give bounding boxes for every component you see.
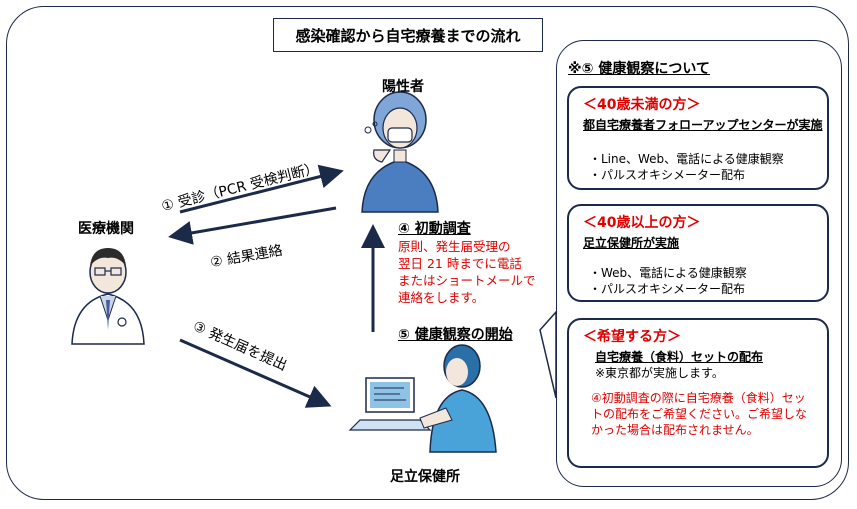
card-heading: ＜希望する方＞ xyxy=(583,329,681,345)
consult-arrow xyxy=(179,164,344,214)
panel-title: ※⑤ 健康観察について xyxy=(568,61,710,77)
card-subtitle: 自宅療養（食料）セットの配布 xyxy=(595,350,764,364)
report-arrow xyxy=(179,338,332,408)
panel-pointer xyxy=(539,310,557,399)
initial-survey-desc-line: 連絡をします。 xyxy=(398,290,485,305)
card-bullet: ・パルスオキシメーター配布 xyxy=(589,282,746,296)
initial-survey-title: ④ 初動調査 xyxy=(398,221,471,237)
card-under-40: ＜40歳未満の方＞ 都自宅療養者フォローアップセンターが実施 ・Line、Web… xyxy=(567,86,829,190)
initial-survey-desc-line: またはショートメールで xyxy=(398,273,536,288)
card-heading: ＜40歳以上の方＞ xyxy=(583,215,701,231)
card-note-red: ④初動調査の際に自宅療養（食料）セットの配布をご希望ください。ご希望しなかった場… xyxy=(591,391,808,437)
hospital-label: 医療機関 xyxy=(78,221,134,237)
card-bullet: ・パルスオキシメーター配布 xyxy=(589,168,746,182)
doctor-illustration xyxy=(71,248,145,345)
health-center-label: 足立保健所 xyxy=(390,469,460,485)
initial-survey-desc-line: 翌日 21 時までに電話 xyxy=(398,256,522,271)
outer-frame xyxy=(6,6,849,500)
card-bullet: ・Line、Web、電話による健康観察 xyxy=(589,152,784,166)
health-center-illustration xyxy=(348,344,497,453)
card-subtitle: 足立保健所が実施 xyxy=(583,236,680,250)
page-title: 感染確認から自宅療養までの流れ xyxy=(273,18,543,52)
result-arrow xyxy=(168,206,337,245)
card-subtitle: 都自宅療養者フォローアップセンターが実施 xyxy=(583,118,823,132)
patient-illustration xyxy=(361,91,439,213)
initial-survey-desc: 原則、発生届受理の 翌日 21 時までに電話 またはショートメールで 連絡をしま… xyxy=(398,238,536,306)
card-over-40: ＜40歳以上の方＞ 足立保健所が実施 ・Web、電話による健康観察 ・パルスオキ… xyxy=(567,204,829,302)
patient-label: 陽性者 xyxy=(382,79,424,95)
monitoring-start-label: ⑤ 健康観察の開始 xyxy=(398,327,513,343)
card-note: ※東京都が実施します。 xyxy=(595,366,724,380)
card-wish: ＜希望する方＞ 自宅療養（食料）セットの配布 ※東京都が実施します。 ④初動調査… xyxy=(567,318,829,468)
initial-survey-desc-line: 原則、発生届受理の xyxy=(398,239,511,254)
card-bullet: ・Web、電話による健康観察 xyxy=(589,266,747,280)
card-heading: ＜40歳未満の方＞ xyxy=(583,97,701,113)
